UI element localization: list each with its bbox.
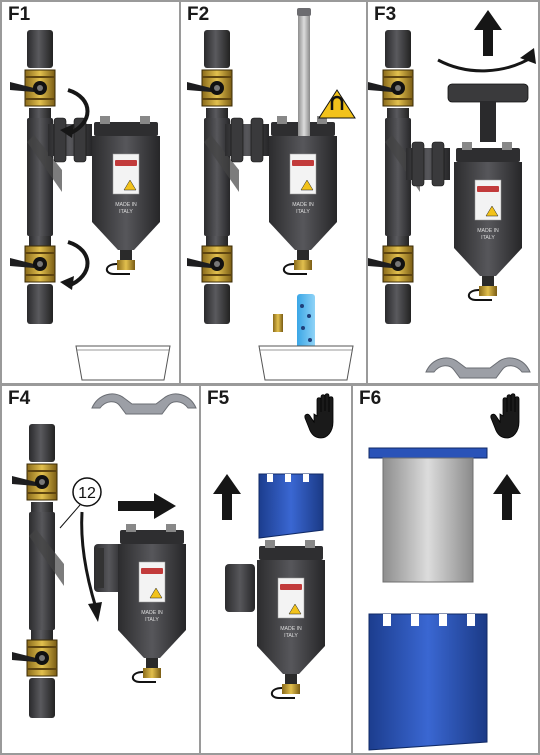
debris-dot xyxy=(308,338,312,342)
spanner-wrench-icon xyxy=(91,393,197,415)
f2-illustration xyxy=(181,8,356,381)
turn-arrow-upper-head xyxy=(60,124,74,138)
magnet-rod-cap xyxy=(297,8,311,16)
callout-circle xyxy=(72,477,102,507)
panel-label: F6 xyxy=(359,388,382,409)
rotate-down-arrow xyxy=(80,511,98,609)
separator-body xyxy=(91,115,161,275)
panel-label: F3 xyxy=(374,4,397,25)
lift-arrow xyxy=(493,474,521,520)
rotate-arrow xyxy=(437,54,535,73)
hand-icon xyxy=(304,393,334,439)
f6-illustration xyxy=(368,393,521,751)
panel-f5: F5 xyxy=(201,386,351,753)
panel-f3: F3 xyxy=(368,2,538,383)
callout-leader xyxy=(59,504,81,529)
panel-f1: F1 xyxy=(2,2,179,383)
lift-arrow xyxy=(213,474,241,520)
rotate-arrow-head xyxy=(520,48,536,64)
separator-body xyxy=(453,141,523,301)
tee-connector xyxy=(405,141,451,187)
turn-arrow-upper xyxy=(67,88,90,136)
panel-label: F5 xyxy=(207,388,230,409)
panel-label: F2 xyxy=(187,4,210,25)
separator-inlet xyxy=(94,544,124,592)
tee-connector xyxy=(224,117,270,163)
drain-water xyxy=(297,294,315,354)
turn-arrow-lower-head xyxy=(60,276,74,290)
panel-f2: F2 xyxy=(181,2,366,383)
turn-arrow-lower xyxy=(67,240,90,288)
rotate-down-arrow-head xyxy=(88,602,102,622)
f3-illustration xyxy=(368,10,536,379)
panel-f6: F6 xyxy=(353,386,538,753)
separator-lid xyxy=(447,83,529,142)
drain-key xyxy=(273,314,283,332)
magnet-symbol xyxy=(330,95,344,110)
separator-body xyxy=(117,523,187,683)
hand-icon xyxy=(490,393,520,439)
grey-cylinder xyxy=(382,457,474,583)
tee-connector xyxy=(47,117,93,163)
blue-cartridge xyxy=(368,613,488,751)
f5-illustration xyxy=(213,393,334,699)
pipe-line xyxy=(187,30,239,324)
blue-cap xyxy=(368,447,488,459)
spanner-wrench-icon xyxy=(425,357,531,379)
callout-number: 12 xyxy=(78,485,96,502)
debris-dot xyxy=(307,314,311,318)
f1-illustration xyxy=(2,2,171,381)
pipe-line xyxy=(10,30,62,324)
debris-dot xyxy=(300,304,304,308)
magnet-warning-icon xyxy=(318,89,356,119)
magnet-rod xyxy=(298,16,310,136)
blue-cartridge xyxy=(258,473,324,539)
f4-illustration: 12 xyxy=(2,393,197,753)
basin xyxy=(258,345,354,381)
panel-label: F4 xyxy=(8,388,31,409)
panel-label: F1 xyxy=(8,4,31,25)
separator-body xyxy=(256,539,326,699)
separator-body xyxy=(268,115,338,275)
debris-dot xyxy=(301,326,305,330)
pipe-line xyxy=(12,424,64,718)
basin xyxy=(75,345,171,381)
separator-inlet xyxy=(225,564,255,612)
lift-arrow xyxy=(474,10,502,56)
panel-f4: F4 12 xyxy=(2,386,199,753)
move-right-arrow xyxy=(118,493,176,519)
